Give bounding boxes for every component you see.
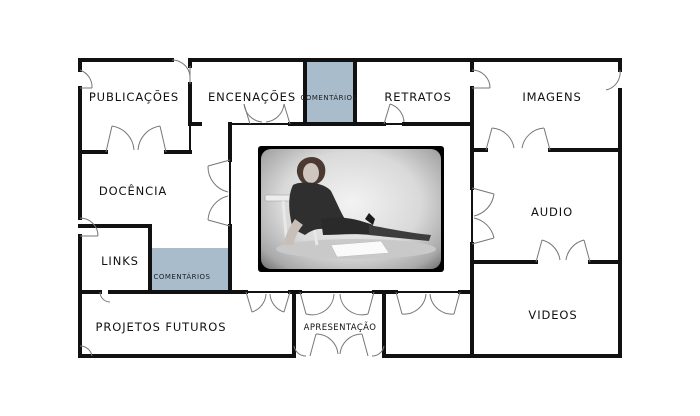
central-portrait-photo[interactable] xyxy=(258,146,444,272)
room-projetos-futuros[interactable]: PROJETOS FUTUROS xyxy=(95,320,227,334)
comentarios-left-room[interactable] xyxy=(151,248,231,292)
photo-image xyxy=(261,149,441,269)
thin-walls xyxy=(189,123,473,293)
room-comentarios-top[interactable]: COMENTÁRIOS xyxy=(300,94,358,102)
room-imagens[interactable]: IMAGENS xyxy=(522,90,582,104)
portrait-figure xyxy=(264,156,436,259)
room-encenacoes[interactable]: ENCENAÇÕES xyxy=(207,90,297,104)
room-docencia[interactable]: DOCÊNCIA xyxy=(98,184,168,198)
comentarios-top-room[interactable] xyxy=(305,62,354,124)
doors xyxy=(79,59,621,357)
room-retratos[interactable]: RETRATOS xyxy=(384,90,452,104)
room-apresentacao[interactable]: APRESENTAÇÃO xyxy=(303,323,377,333)
room-comentarios-left[interactable]: COMENTÁRIOS xyxy=(153,273,211,281)
room-videos[interactable]: VIDEOS xyxy=(528,308,578,322)
room-publicacoes[interactable]: PUBLICAÇÕES xyxy=(88,90,180,104)
room-audio[interactable]: AUDIO xyxy=(530,205,574,219)
room-links[interactable]: LINKS xyxy=(101,254,139,268)
